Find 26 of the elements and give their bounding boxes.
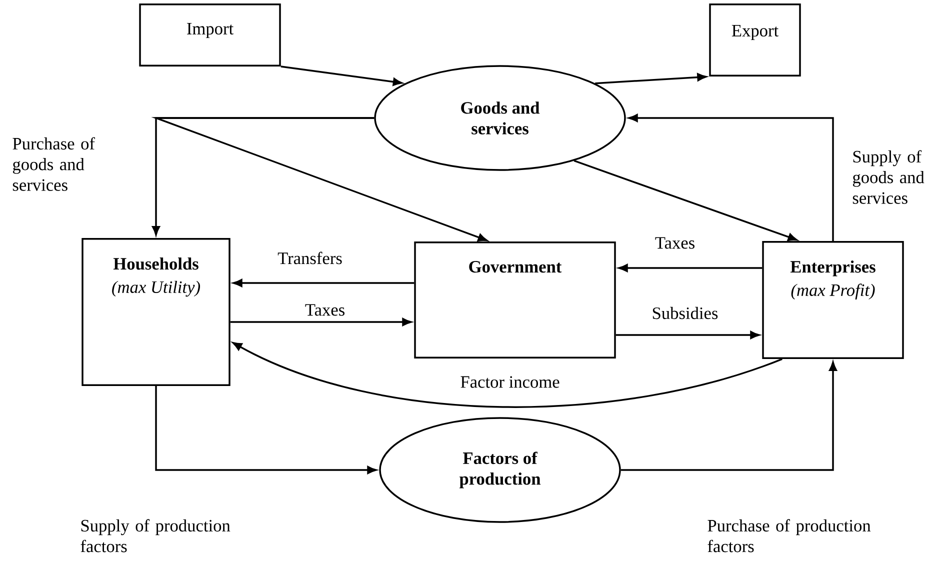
arrow xyxy=(628,114,834,241)
arrow xyxy=(232,342,782,408)
arrow xyxy=(230,318,412,326)
arrow xyxy=(620,362,837,471)
edge-label: Supply of production factors xyxy=(80,519,230,552)
arrow xyxy=(574,160,798,242)
arrow xyxy=(155,386,377,474)
arrow xyxy=(616,331,760,339)
enterprises-box: Enterprises (max Profit) xyxy=(762,240,904,360)
arrow xyxy=(232,279,414,287)
edge-label: Transfers xyxy=(278,252,342,264)
arrow xyxy=(595,73,707,84)
edge-label: Taxes xyxy=(655,237,694,249)
arrow xyxy=(280,66,402,86)
edge-label: Subsidies xyxy=(652,306,718,320)
export-box: Export xyxy=(709,3,801,77)
arrow xyxy=(151,117,488,242)
edge-label: Taxes xyxy=(305,304,344,316)
edge-label: Purchase of goods and services xyxy=(12,137,95,191)
edge-label: Factor income xyxy=(460,376,560,388)
import-box: Import xyxy=(139,3,281,67)
edge-label: Purchase of production factors xyxy=(708,519,871,552)
edge-label: Supply of goods and services xyxy=(852,150,924,204)
government-box: Government xyxy=(414,241,616,359)
arrow xyxy=(618,264,762,272)
households-box: Households (max Utility) xyxy=(82,238,230,386)
